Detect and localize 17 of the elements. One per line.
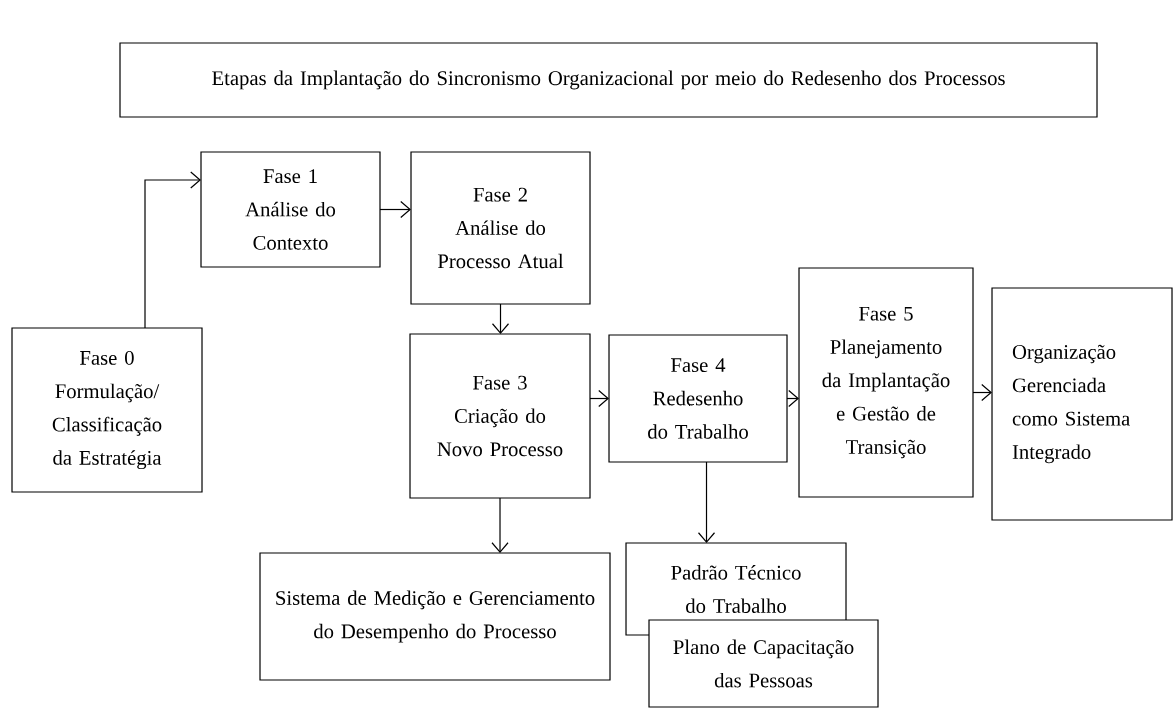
process-box: Fase 2 Análise do Processo Atual [410, 151, 591, 305]
process-box: Sistema de Medição e Gerenciamento do Desempenho do Processo [259, 552, 611, 681]
process-box: Fase 4 Redesenho do Trabalho [608, 334, 788, 463]
arrow [972, 383, 992, 402]
process-box: Plano de Capacitação das Pessoas [648, 619, 879, 708]
arrow [697, 461, 716, 543]
process-box: Fase 1 Análise do Contexto [200, 151, 381, 268]
process-box: Fase 5 Planejamento da Implantação e Gestão de Transição [798, 267, 974, 498]
arrow [144, 171, 201, 329]
process-box: Fase 0 Formulação/ Classificação da Estratégia [11, 327, 203, 493]
arrow [491, 303, 510, 334]
title-box: Etapas da Implantação do Sincronismo Organizacional por meio do Redesenho dos Processos [119, 42, 1098, 118]
arrow [491, 497, 509, 553]
arrow [589, 389, 609, 408]
process-box: Fase 3 Criação do Novo Processo [409, 333, 591, 499]
arrow [379, 200, 411, 219]
process-box: Organização Gerenciada como Sistema Integrado [991, 287, 1173, 521]
